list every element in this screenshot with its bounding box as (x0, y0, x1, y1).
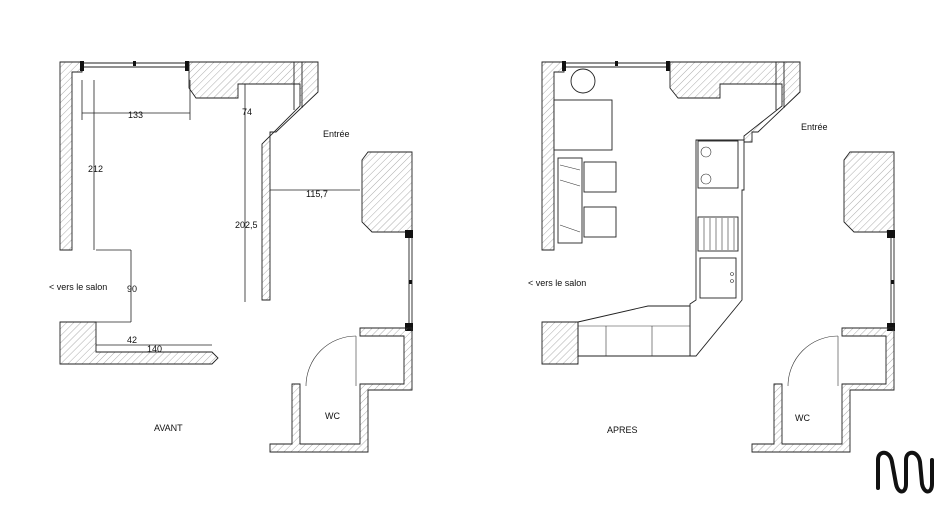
chair (583, 206, 617, 238)
door-post (887, 323, 895, 331)
dimensions-avant (81, 80, 360, 346)
door-post (405, 323, 413, 331)
window-post (133, 61, 136, 66)
wall-left (59, 61, 83, 251)
dim-42: 42 (127, 335, 137, 345)
table (553, 99, 613, 151)
burner (700, 146, 712, 158)
wall-bottom-left (541, 321, 579, 365)
window-post (615, 61, 618, 66)
dim-115-7: 115,7 (306, 189, 328, 199)
dim-74: 74 (242, 107, 252, 117)
label-entree-apres: Entrée (801, 122, 828, 132)
chair (583, 161, 617, 193)
round-table (570, 68, 596, 94)
door-post (891, 280, 894, 284)
wall-top-right (669, 61, 801, 143)
tap (730, 279, 734, 283)
logo-mark (876, 450, 934, 494)
wc-door-swing (787, 335, 839, 387)
bench (557, 157, 583, 244)
plan-avant: 133 74 212 202,5 115,7 90 42 140 Entrée … (49, 61, 413, 453)
sink (699, 257, 737, 299)
window-post (666, 61, 670, 71)
wall-top-right (188, 61, 319, 301)
wall-wc (269, 327, 413, 453)
dishwasher (697, 216, 739, 252)
label-salon-apres: < vers le salon (528, 278, 586, 288)
tap (730, 272, 734, 276)
wc-door-swing (305, 335, 357, 387)
dim-133: 133 (128, 110, 143, 120)
window-post (185, 61, 189, 71)
label-salon-avant: < vers le salon (49, 282, 107, 292)
dim-202-5: 202,5 (235, 220, 258, 230)
bench-cushion (559, 164, 581, 233)
dim-212: 212 (88, 164, 103, 174)
bottom-counter (577, 305, 691, 357)
title-avant: AVANT (154, 423, 183, 433)
title-apres: APRES (607, 425, 638, 435)
window-post (562, 61, 566, 71)
wall-entry-block (843, 151, 895, 233)
door-post (405, 230, 413, 238)
window-post (80, 61, 84, 71)
wall-entry-block (361, 151, 413, 233)
door-post (409, 280, 412, 284)
label-wc-apres: WC (795, 413, 810, 423)
burner (700, 173, 712, 185)
wall-bottom-left (59, 321, 219, 365)
dim-90: 90 (127, 284, 137, 294)
label-entree-avant: Entrée (323, 129, 350, 139)
dishwasher-rack (703, 218, 735, 250)
label-wc-avant: WC (325, 411, 340, 421)
cooktop (697, 140, 739, 189)
door-post (887, 230, 895, 238)
wall-wc (751, 327, 895, 453)
plan-apres: Entrée < vers le salon WC APRES (528, 61, 895, 453)
dim-140: 140 (147, 344, 162, 354)
